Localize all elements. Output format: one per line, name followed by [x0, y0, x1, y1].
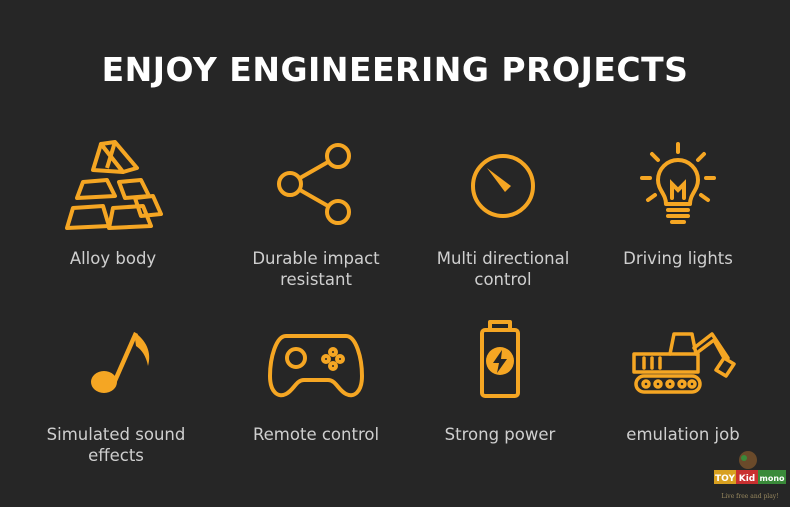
logo-tagline: Live free and play!: [721, 493, 778, 500]
battery-bolt-icon: [480, 320, 520, 398]
excavator-icon: [632, 332, 736, 394]
feature-label: Strong power: [444, 425, 556, 444]
feature-driving-lights: Driving lights: [588, 138, 768, 269]
gamepad-icon: [268, 334, 364, 398]
feature-label: resistant: [280, 270, 352, 289]
feature-label: Durable impact: [252, 249, 380, 268]
feature-strong-power: Strong power: [410, 318, 590, 445]
feature-simulated-sound: Simulated sound effects: [26, 318, 206, 466]
feature-label: Remote control: [252, 425, 380, 444]
gold-bars-icon: [65, 140, 163, 230]
feature-remote-control: Remote control: [226, 318, 406, 445]
music-note-icon: [91, 332, 150, 393]
logo-text-toy: TOY: [715, 474, 735, 484]
feature-label: Simulated sound: [46, 425, 186, 444]
toykidmono-logo: TOY Kid mono Live free and play!: [714, 451, 786, 500]
feature-label: control: [474, 270, 532, 289]
feature-alloy-body: Alloy body: [23, 138, 203, 269]
feature-label: Driving lights: [623, 249, 733, 268]
feature-emulation-job: emulation job: [593, 318, 773, 445]
feature-label: emulation job: [626, 425, 740, 444]
logo-text-mono: mono: [759, 474, 785, 483]
feature-multi-directional: Multi directional control: [413, 138, 593, 290]
feature-label: effects: [88, 446, 144, 465]
feature-label: Alloy body: [69, 249, 157, 268]
light-bulb-icon: [640, 142, 716, 224]
share-nodes-icon: [277, 143, 351, 225]
gauge-icon: [471, 154, 535, 218]
feature-label: Multi directional: [436, 249, 570, 268]
page-title: ENJOY ENGINEERING PROJECTS: [101, 50, 689, 89]
logo-text-kid: Kid: [739, 474, 756, 484]
feature-durable-impact: Durable impact resistant: [226, 138, 406, 290]
